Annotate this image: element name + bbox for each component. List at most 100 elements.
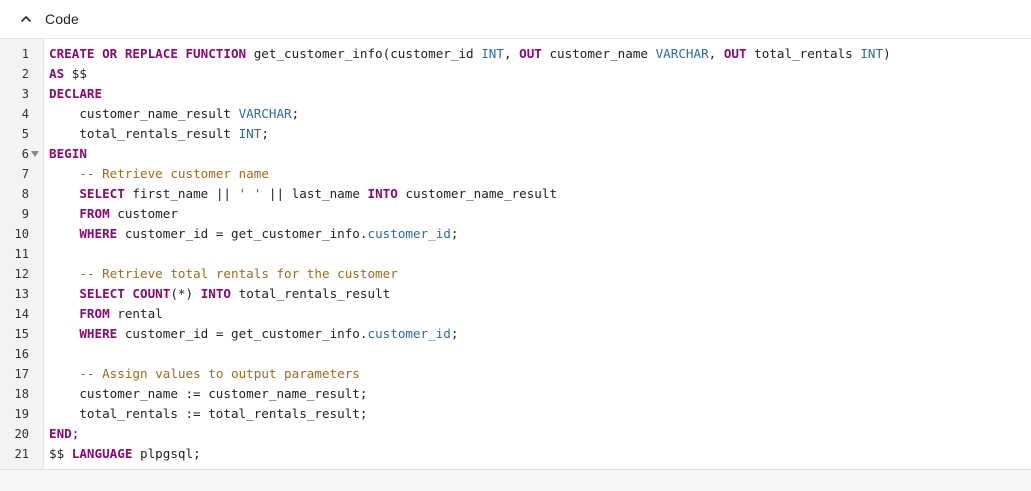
code-token: DECLARE	[49, 86, 103, 101]
code-line[interactable]: 11	[0, 244, 1031, 264]
code-line[interactable]: 13 SELECT COUNT(*) INTO total_rentals_re…	[0, 284, 1031, 304]
code-line[interactable]: 14 FROM rental	[0, 304, 1031, 324]
line-number: 7	[21, 167, 29, 181]
code-line[interactable]: 17 -- Assign values to output parameters	[0, 364, 1031, 384]
line-number: 20	[14, 427, 29, 441]
code-text: CREATE OR REPLACE FUNCTION get_customer_…	[49, 44, 891, 64]
code-token: total_rentals := total_rentals_result;	[49, 406, 368, 421]
code-token: END	[49, 426, 72, 441]
code-line[interactable]: 5 total_rentals_result INT;	[0, 124, 1031, 144]
line-number: 14	[14, 307, 29, 321]
code-token: ,	[708, 46, 724, 61]
line-number: 3	[21, 87, 29, 101]
code-token: )	[883, 46, 891, 61]
line-number: 9	[21, 207, 29, 221]
line-number: 1	[21, 47, 29, 61]
code-line[interactable]: 9 FROM customer	[0, 204, 1031, 224]
code-token: customer_name	[541, 46, 656, 61]
code-line[interactable]: 1 CREATE OR REPLACE FUNCTION get_customer…	[0, 44, 1031, 64]
code-token: OUT	[723, 46, 747, 61]
code-token: rental	[109, 306, 163, 321]
code-line[interactable]: 10 WHERE customer_id = get_customer_info…	[0, 224, 1031, 244]
code-token: customer_name_result	[397, 186, 558, 201]
code-text: $$ LANGUAGE plpgsql;	[49, 444, 201, 464]
code-token: ;	[450, 226, 459, 241]
code-text: SELECT COUNT(*) INTO total_rentals_resul…	[49, 284, 390, 304]
code-token: $$	[49, 446, 72, 461]
line-number: 10	[14, 227, 29, 241]
code-editor[interactable]: 1 CREATE OR REPLACE FUNCTION get_customer…	[0, 39, 1031, 470]
code-line[interactable]: 4 customer_name_result VARCHAR;	[0, 104, 1031, 124]
code-token: customer_id = get_customer_info.	[117, 326, 368, 341]
code-token: INTO	[200, 286, 232, 301]
code-token: VARCHAR	[655, 46, 709, 61]
code-token: SELECT COUNT	[79, 286, 171, 301]
code-text: FROM rental	[49, 304, 163, 324]
code-line[interactable]: 20 END;	[0, 424, 1031, 444]
code-token: ;	[291, 106, 300, 121]
code-line[interactable]: 2 AS $$	[0, 64, 1031, 84]
line-number: 11	[14, 247, 29, 261]
line-number: 13	[14, 287, 29, 301]
code-token: WHERE	[79, 226, 118, 241]
code-line[interactable]: 12 -- Retrieve total rentals for the cus…	[0, 264, 1031, 284]
code-token: ,	[503, 46, 520, 61]
line-number: 8	[21, 187, 29, 201]
code-token: total_rentals_result	[49, 126, 239, 141]
code-token	[49, 286, 79, 301]
code-text: SELECT first_name || ' ' || last_name IN…	[49, 184, 557, 204]
code-text: total_rentals_result INT;	[49, 124, 269, 144]
line-number: 12	[14, 267, 29, 281]
code-token: -- Retrieve total rentals for the custom…	[79, 266, 398, 281]
code-line[interactable]: 7 -- Retrieve customer name	[0, 164, 1031, 184]
code-token	[49, 326, 79, 341]
code-text: BEGIN	[49, 144, 87, 164]
code-line[interactable]: 18 customer_name := customer_name_result…	[0, 384, 1031, 404]
line-number: 21	[14, 447, 29, 461]
code-token: ;	[261, 126, 269, 141]
code-token: customer	[109, 206, 178, 221]
code-token: $$	[64, 66, 87, 81]
code-line[interactable]: 3 DECLARE	[0, 84, 1031, 104]
code-token: INT	[860, 46, 884, 61]
fold-toggle-icon[interactable]	[31, 150, 39, 158]
code-token: -- Retrieve customer name	[79, 166, 269, 181]
code-line[interactable]: 19 total_rentals := total_rentals_result…	[0, 404, 1031, 424]
code-text: -- Retrieve total rentals for the custom…	[49, 264, 398, 284]
code-token	[49, 306, 79, 321]
code-token: customer_name := customer_name_result;	[49, 386, 368, 401]
code-line[interactable]: 16	[0, 344, 1031, 364]
code-token: WHERE	[79, 326, 118, 341]
code-panel-header[interactable]: Code	[0, 0, 1031, 39]
line-number: 2	[21, 67, 29, 81]
code-line[interactable]: 21 $$ LANGUAGE plpgsql;	[0, 444, 1031, 464]
code-text: -- Assign values to output parameters	[49, 364, 360, 384]
code-token: customer_id	[367, 226, 451, 241]
code-token: VARCHAR	[238, 106, 292, 121]
panel-footer	[0, 470, 1031, 491]
code-token	[49, 266, 79, 281]
code-line[interactable]: 8 SELECT first_name || ' ' || last_name …	[0, 184, 1031, 204]
code-token: customer_id	[367, 326, 451, 341]
line-number: 16	[14, 347, 29, 361]
code-text: -- Retrieve customer name	[49, 164, 269, 184]
code-token: first_name ||	[124, 186, 239, 201]
code-token: AS	[49, 66, 65, 81]
code-token	[49, 166, 79, 181]
code-token: FROM	[79, 206, 110, 221]
code-token: get_customer_info(customer_id	[246, 46, 482, 61]
code-token: customer_id = get_customer_info.	[117, 226, 368, 241]
code-token: ' '	[238, 186, 262, 201]
code-line[interactable]: 15 WHERE customer_id = get_customer_info…	[0, 324, 1031, 344]
chevron-up-icon[interactable]	[19, 12, 33, 26]
code-token: customer_name_result	[49, 106, 239, 121]
code-text: END;	[49, 424, 79, 444]
code-token: LANGUAGE	[71, 446, 133, 461]
line-number: 17	[14, 367, 29, 381]
code-token: total_rentals	[746, 46, 861, 61]
code-token: ;	[71, 426, 80, 441]
line-number: 18	[14, 387, 29, 401]
code-token: (*)	[170, 286, 201, 301]
